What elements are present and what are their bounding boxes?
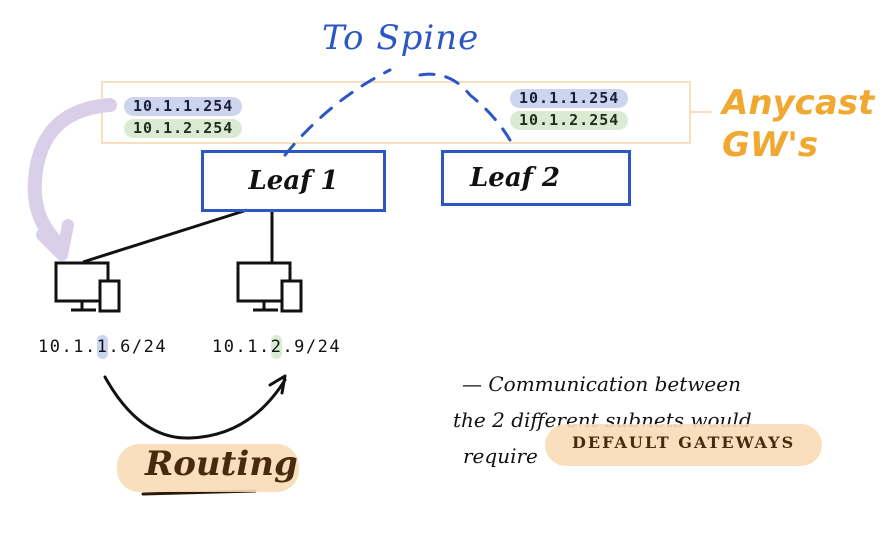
host-2-ip-suffix: .9/24 — [282, 337, 342, 357]
host-2-subnet-highlight: 2 — [270, 335, 283, 359]
note-line-1: — Communication between — [462, 372, 741, 396]
leaf-2-switch: Leaf 2 — [441, 150, 631, 206]
anycast-label-line1: Anycast — [722, 83, 875, 123]
to-spine-label: To Spine — [322, 18, 480, 58]
leaf-1-label: Leaf 1 — [248, 166, 339, 196]
routing-label: Routing — [145, 444, 298, 484]
gateway-ip-subnet2-right: 10.1.2.254 — [510, 111, 629, 130]
leaf-2-label: Leaf 2 — [470, 163, 560, 193]
host-2-ip: 10.1.2.9/24 — [212, 335, 342, 359]
default-gateways-label: DEFAULT GATEWAYS — [572, 433, 796, 452]
leaf1-host1-link — [82, 208, 248, 264]
computer-icon — [54, 261, 121, 313]
computer-icon — [236, 261, 303, 313]
leaf-1-switch: Leaf 1 — [201, 150, 386, 212]
host-1-ip: 10.1.1.6/24 — [38, 335, 168, 359]
host-1-ip-prefix: 10.1. — [38, 337, 97, 357]
default-gateways-highlight — [545, 424, 822, 466]
gateway-arrow-head — [36, 219, 74, 261]
gateway-ip-subnet2-left: 10.1.2.254 — [124, 119, 243, 138]
routing-highlight — [117, 444, 299, 492]
host-2-ip-prefix: 10.1. — [212, 337, 271, 357]
leaf2-spine-dashed-link — [418, 72, 512, 142]
gateway-ip-subnet1-right: 10.1.1.254 — [510, 89, 629, 108]
anycast-label-line2: GW's — [722, 125, 819, 165]
host-1-ip-suffix: .6/24 — [108, 337, 168, 357]
gateway-ip-subnet1-left: 10.1.1.254 — [124, 97, 243, 116]
routing-arrow-head — [268, 374, 287, 395]
gateway-to-host-arrow — [27, 98, 117, 252]
routing-arrow — [103, 375, 287, 440]
host-1-subnet-highlight: 1 — [96, 335, 109, 359]
anycast-label: Anycast GW's — [722, 82, 874, 166]
note-line-3-prefix: require — [463, 444, 538, 468]
